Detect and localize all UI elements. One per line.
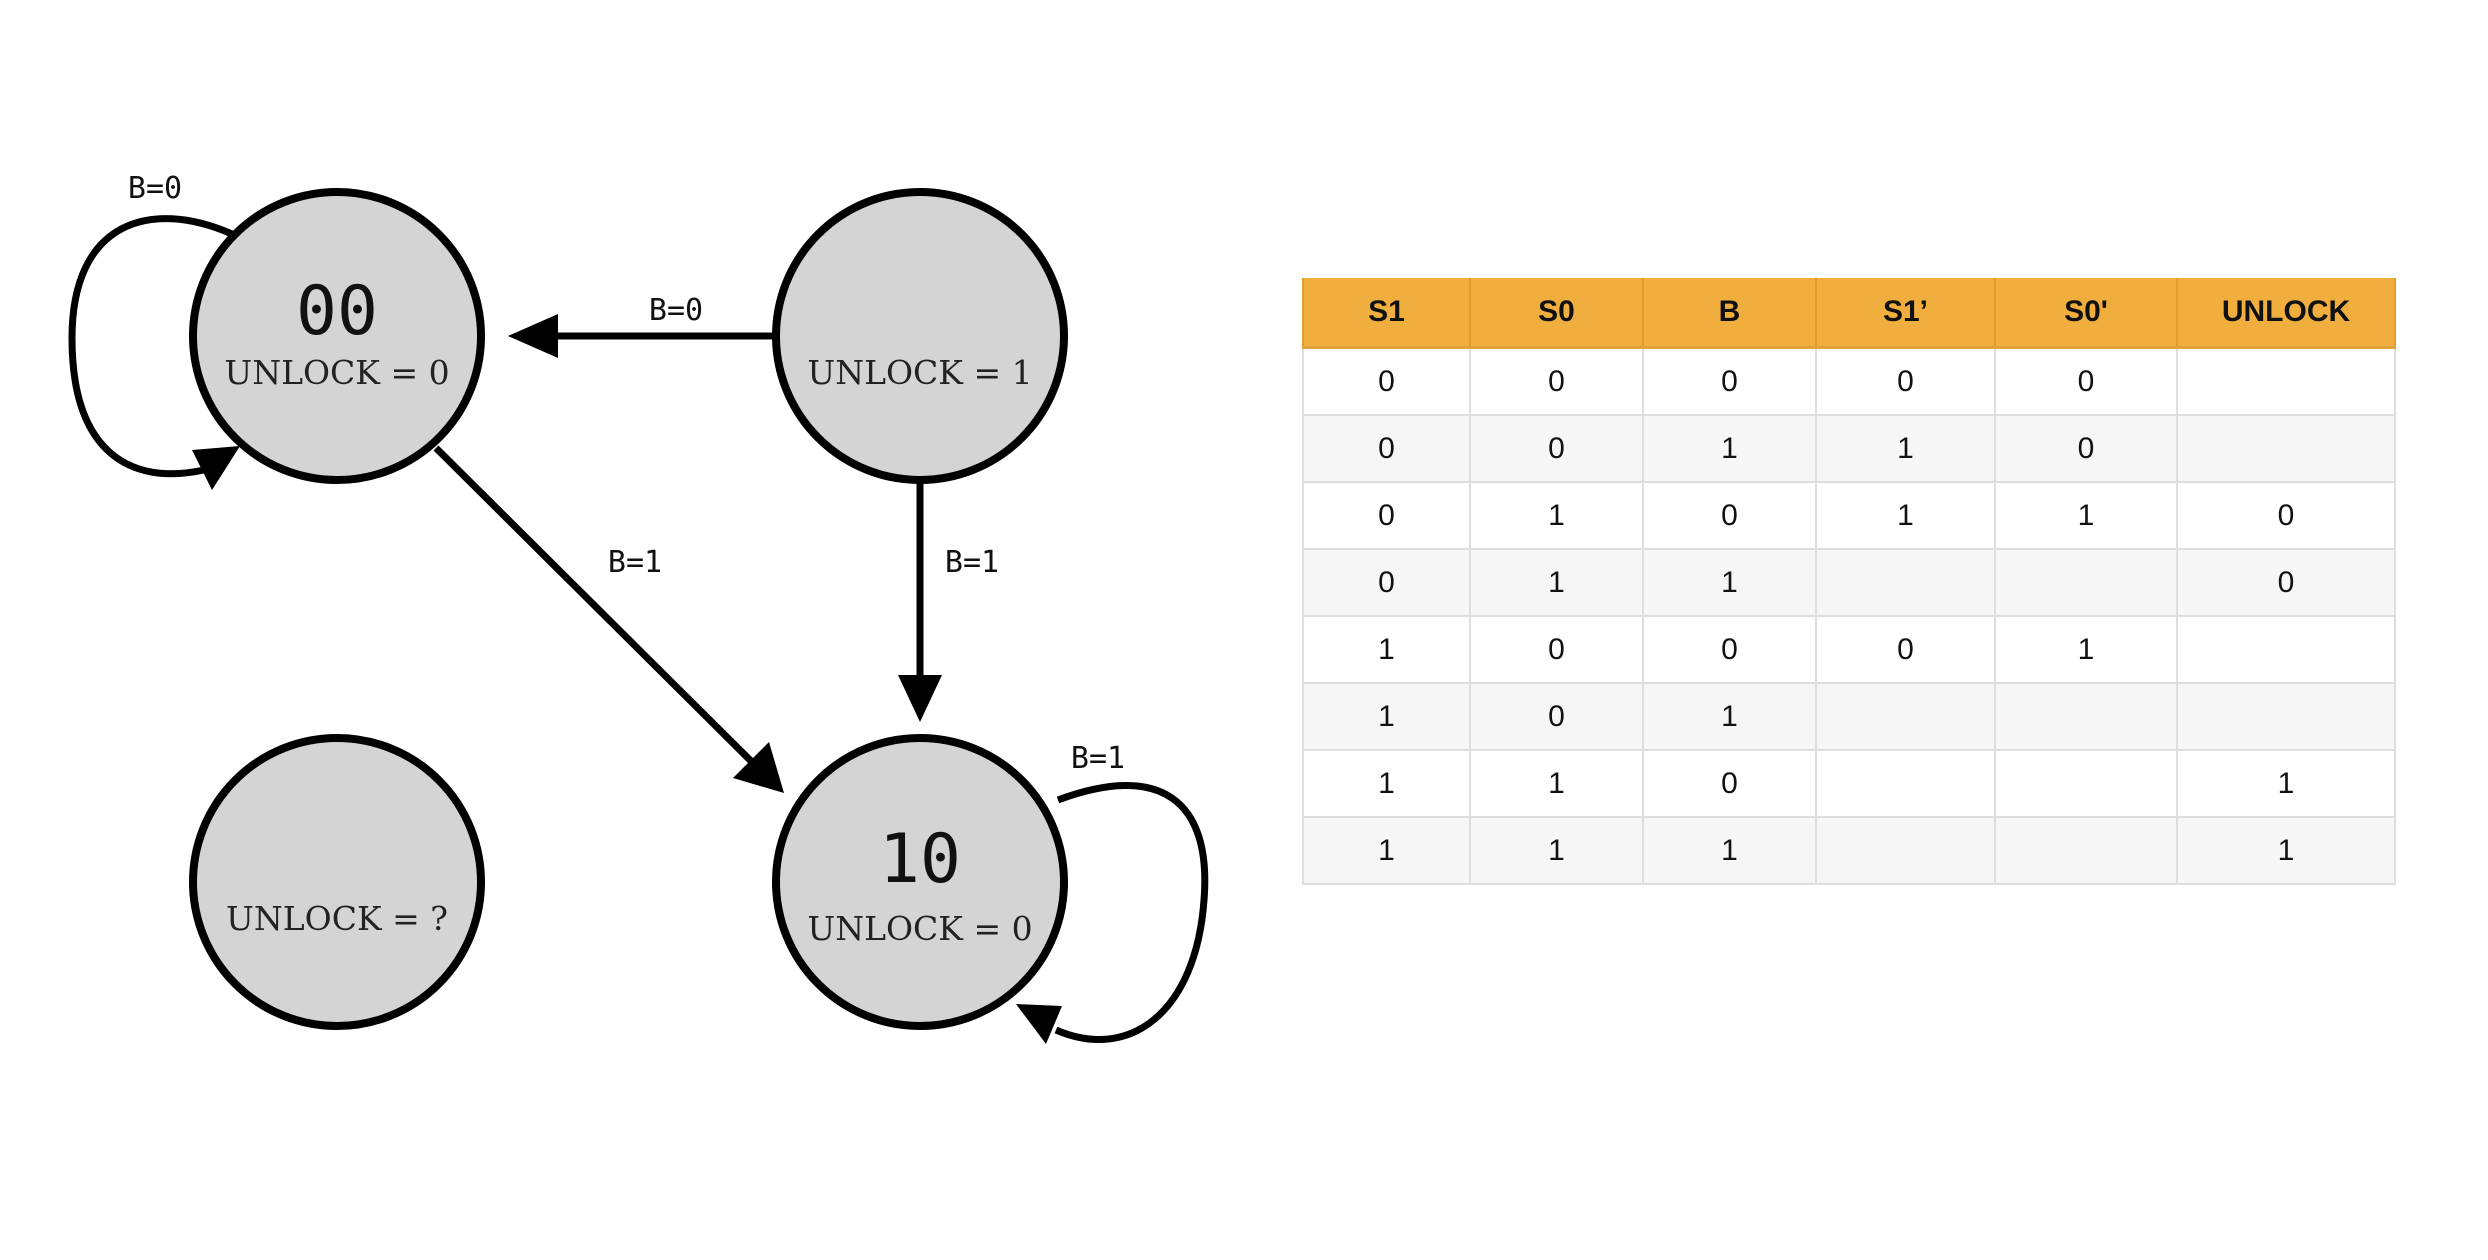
table-cell: 0 <box>1302 481 1471 550</box>
state-11-circle <box>189 734 485 1030</box>
table-cell: 0 <box>1469 346 1644 416</box>
state-01: UNLOCK = 1 <box>772 188 1068 484</box>
state-00-name: 00 <box>296 272 378 351</box>
table-cell: 1 <box>1994 481 2178 550</box>
arrowhead-00-to-10 <box>733 742 784 793</box>
table-cell <box>1994 548 2178 617</box>
table-cell <box>1815 548 1996 617</box>
state-01-output: UNLOCK = 1 <box>807 353 1032 392</box>
table-cell: 0 <box>1815 346 1996 416</box>
table-cell: 1 <box>1469 816 1644 885</box>
state-10-circle <box>772 734 1068 1030</box>
edge-label-self-loop-00: B=0 <box>128 171 182 206</box>
truth-table-container: S1 S0 B S1’ S0' UNLOCK 0 0 0 0 0 0 0 1 1 <box>1302 278 2396 885</box>
state-11: UNLOCK = ? <box>189 734 485 1030</box>
table-cell: 1 <box>1302 816 1471 885</box>
state-01-circle <box>772 188 1068 484</box>
table-cell: 0 <box>1642 481 1817 550</box>
truth-table: S1 S0 B S1’ S0' UNLOCK 0 0 0 0 0 0 0 1 1 <box>1302 278 2396 885</box>
state-10-name: 10 <box>879 820 961 899</box>
header-s1-next: S1’ <box>1815 278 1996 349</box>
table-cell <box>1994 749 2178 818</box>
table-cell: 1 <box>1642 548 1817 617</box>
table-cell: 1 <box>1302 682 1471 751</box>
state-11-output: UNLOCK = ? <box>226 899 448 938</box>
header-unlock: UNLOCK <box>2176 278 2396 349</box>
state-10-output: UNLOCK = 0 <box>807 909 1032 948</box>
edge-label-01-to-10: B=1 <box>945 545 999 580</box>
edge-label-00-to-10: B=1 <box>608 545 662 580</box>
state-diagram: B=0 B=1 B=1 B=0 B=1 00 UNLOCK = 0 UNLOCK… <box>68 171 1209 1044</box>
self-loop-10 <box>1054 782 1209 1043</box>
table-cell: 0 <box>2176 481 2396 550</box>
table-cell: 0 <box>1302 346 1471 416</box>
table-header-row: S1 S0 B S1’ S0' UNLOCK <box>1302 278 2396 349</box>
table-cell: 1 <box>1302 749 1471 818</box>
table-row: 1 1 0 1 <box>1302 749 2396 818</box>
table-cell: 0 <box>1302 548 1471 617</box>
table-cell <box>1815 682 1996 751</box>
table-cell: 1 <box>1815 481 1996 550</box>
state-10: 10 UNLOCK = 0 <box>772 734 1068 1030</box>
state-00-output: UNLOCK = 0 <box>224 353 449 392</box>
arrowhead-01-to-10 <box>898 675 942 722</box>
table-cell <box>2176 346 2396 416</box>
table-cell: 0 <box>1994 414 2178 483</box>
table-row: 1 1 1 1 <box>1302 816 2396 885</box>
header-s0-next: S0' <box>1994 278 2178 349</box>
table-cell <box>2176 414 2396 483</box>
table-cell: 1 <box>1469 749 1644 818</box>
table-cell: 1 <box>1642 682 1817 751</box>
table-row: 0 1 0 1 1 0 <box>1302 481 2396 550</box>
table-cell <box>1815 749 1996 818</box>
table-cell <box>2176 682 2396 751</box>
header-b: B <box>1642 278 1817 349</box>
table-cell: 0 <box>1469 414 1644 483</box>
table-cell: 1 <box>1469 481 1644 550</box>
header-s0: S0 <box>1469 278 1644 349</box>
table-cell: 0 <box>1642 749 1817 818</box>
table-cell <box>2176 615 2396 684</box>
arrowhead-self-loop-00 <box>192 446 240 490</box>
table-cell: 1 <box>2176 816 2396 885</box>
table-cell: 0 <box>1642 615 1817 684</box>
table-cell: 1 <box>1302 615 1471 684</box>
state-00-circle <box>189 188 485 484</box>
table-cell: 1 <box>1642 414 1817 483</box>
table-cell: 1 <box>1642 816 1817 885</box>
table-cell <box>1815 816 1996 885</box>
table-cell <box>1994 682 2178 751</box>
header-s1: S1 <box>1302 278 1471 349</box>
state-00: 00 UNLOCK = 0 <box>189 188 485 484</box>
table-cell: 0 <box>1469 682 1644 751</box>
table-cell: 0 <box>1815 615 1996 684</box>
table-cell: 0 <box>1642 346 1817 416</box>
table-cell: 1 <box>2176 749 2396 818</box>
table-cell: 0 <box>1302 414 1471 483</box>
edge-label-01-to-00: B=0 <box>649 293 703 328</box>
table-row: 1 0 1 <box>1302 682 2396 751</box>
table-cell: 1 <box>1469 548 1644 617</box>
table-row: 0 0 1 1 0 <box>1302 414 2396 483</box>
table-row: 1 0 0 0 1 <box>1302 615 2396 684</box>
table-cell <box>1994 816 2178 885</box>
table-cell: 1 <box>1815 414 1996 483</box>
table-cell: 0 <box>2176 548 2396 617</box>
self-loop-00 <box>68 215 234 478</box>
table-row: 0 1 1 0 <box>1302 548 2396 617</box>
table-cell: 0 <box>1469 615 1644 684</box>
table-cell: 1 <box>1994 615 2178 684</box>
edge-label-self-loop-10: B=1 <box>1071 741 1125 776</box>
arrowhead-self-loop-10 <box>1016 1004 1062 1044</box>
edge-00-to-10 <box>433 445 758 768</box>
table-cell: 0 <box>1994 346 2178 416</box>
table-row: 0 0 0 0 0 <box>1302 346 2396 416</box>
arrowhead-01-to-00 <box>508 314 558 358</box>
